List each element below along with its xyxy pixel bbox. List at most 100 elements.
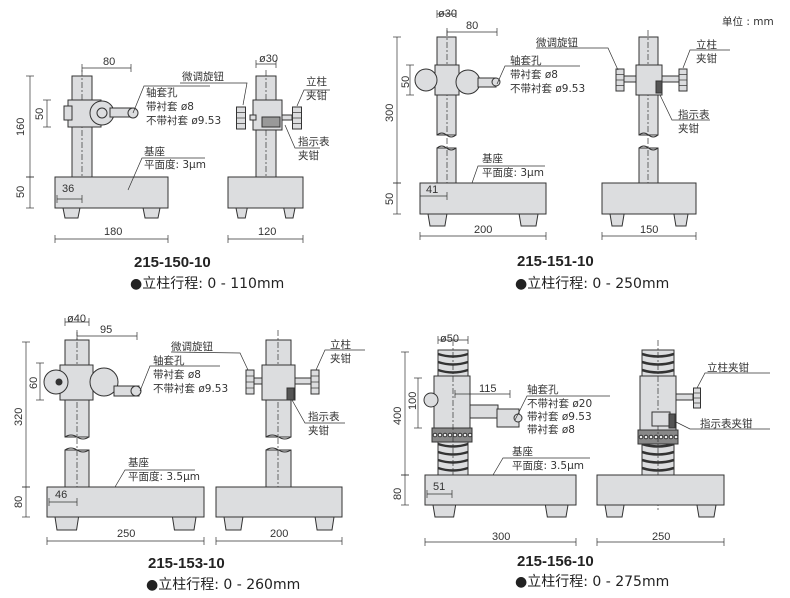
indicator-clamp-leader: [675, 421, 770, 430]
base-foot: [609, 213, 625, 227]
label-bore-with-bush: 带衬套 ø8: [146, 100, 194, 113]
dim-offset: 36: [62, 183, 74, 195]
label-column-clamp: 立柱: [330, 338, 351, 351]
base-leader: [127, 157, 205, 191]
knob-stem: [281, 114, 293, 121]
base-foot: [673, 213, 689, 227]
label-bore-with-bush-8: 带衬套 ø8: [527, 423, 575, 436]
label-column-clamp-2: 夹钳: [306, 89, 327, 102]
label-indicator-clamp: 指示表: [678, 108, 710, 121]
column-break: [436, 145, 457, 151]
base-foot: [62, 207, 81, 219]
fine-knob-leader: [536, 47, 619, 71]
indicator-clamp: [286, 387, 295, 401]
knurl-dot: [447, 432, 453, 438]
bore-leader: [132, 85, 210, 114]
dim-depth: 150: [640, 224, 658, 236]
dim-arm: 80: [466, 20, 478, 32]
fine-adjust-knob: [455, 69, 481, 95]
label-base: 基座: [482, 152, 503, 165]
dim-depth: 200: [270, 528, 288, 540]
model-number: 215-156-10: [517, 553, 594, 570]
label-bore: 轴套孔: [510, 54, 542, 67]
dim-offset: 51: [433, 481, 445, 493]
knurl-dot: [457, 432, 463, 438]
base-block: [227, 176, 304, 209]
label-column-clamp-2: 夹钳: [330, 352, 351, 365]
label-flatness: 平面度: 3.5μm: [128, 470, 200, 483]
column: [265, 449, 292, 488]
fine-knob-leader: [180, 82, 248, 106]
knob-hub: [96, 107, 108, 119]
model-215-151-10: ø30 80 300 50 50 41 200 150 轴套孔 带衬套 ø8 不…: [384, 8, 717, 292]
thread-turn: [437, 466, 469, 472]
knob-stem: [294, 377, 312, 385]
knurl-dot: [452, 432, 458, 438]
dim-column-dia: ø30: [438, 8, 457, 20]
column: [64, 449, 90, 488]
unit-label: 单位 : mm: [722, 15, 774, 28]
arm: [469, 404, 499, 419]
dim-height: 160: [15, 118, 27, 136]
bore-leader: [139, 365, 220, 392]
clamp-dot: [55, 378, 63, 386]
label-column-clamp: 立柱: [696, 38, 717, 51]
column-break: [638, 145, 659, 151]
base-foot: [283, 207, 296, 219]
bore-leader: [496, 65, 580, 85]
label-column-clamp-2: 夹钳: [696, 52, 717, 65]
knurl-dot: [638, 434, 644, 440]
knurl-dot: [653, 434, 659, 440]
model-215-153-10: ø40 95 320 60 80 46 250 200 轴套孔 带衬套 ø8 不…: [13, 313, 351, 593]
knurl-dot: [668, 434, 674, 440]
dim-base-height: 80: [392, 488, 404, 500]
dim-depth: 250: [652, 531, 670, 543]
knob-stem: [661, 75, 680, 83]
column-clamp-leader: [696, 372, 770, 389]
base-foot: [427, 213, 448, 227]
dim-base-height: 80: [13, 496, 25, 508]
label-bore-without-bush-20: 不带衬套 ø20: [527, 397, 592, 410]
thread-turn: [437, 450, 469, 456]
base-foot: [54, 516, 80, 531]
base-block: [419, 182, 547, 215]
carriage: [434, 64, 460, 96]
dim-base-height: 50: [15, 186, 27, 198]
knob-stem: [623, 75, 637, 83]
label-indicator-clamp-2: 夹钳: [308, 424, 329, 437]
knurl-dot: [442, 432, 448, 438]
dim-column-dia: ø50: [440, 333, 459, 345]
base-block: [215, 486, 343, 518]
dim-width: 300: [492, 531, 510, 543]
clamp-knob: [423, 392, 439, 408]
base-foot: [518, 213, 539, 227]
base-foot: [314, 516, 335, 531]
base-leader: [492, 457, 590, 476]
knob-stem: [675, 393, 694, 401]
label-indicator-clamp: 指示表: [298, 135, 330, 148]
model-number: 215-150-10: [134, 254, 211, 271]
label-indicator-clamp: 指示表: [308, 410, 340, 423]
model-215-156-10: ø50 115 400 100 80 51 300 250 轴套孔 不带衬套 ø…: [392, 333, 753, 590]
thread-turn: [641, 450, 675, 456]
knurl-dot: [643, 434, 649, 440]
indicator-clamp-leader: [291, 399, 345, 424]
base-foot: [696, 504, 717, 518]
column-break: [265, 434, 292, 440]
knob-stem: [253, 377, 263, 385]
column-break: [436, 132, 457, 138]
label-bore-without-bush: 不带衬套 ø9.53: [146, 114, 221, 127]
model-number: 215-153-10: [148, 555, 225, 572]
label-indicator-clamp-2: 夹钳: [298, 149, 319, 162]
bore-hole: [513, 413, 523, 423]
dim-column-dia: ø30: [259, 53, 278, 65]
indicator-clamp-leader: [659, 94, 710, 121]
knurl-dot: [467, 432, 473, 438]
fine-knob-leader: [170, 351, 249, 371]
knurl-dot: [432, 432, 438, 438]
label-bore: 轴套孔: [153, 354, 185, 367]
dim-arm: 115: [479, 383, 497, 395]
model-number: 215-151-10: [517, 253, 594, 270]
label-base: 基座: [128, 456, 149, 469]
dim-carriage: 50: [34, 108, 46, 120]
